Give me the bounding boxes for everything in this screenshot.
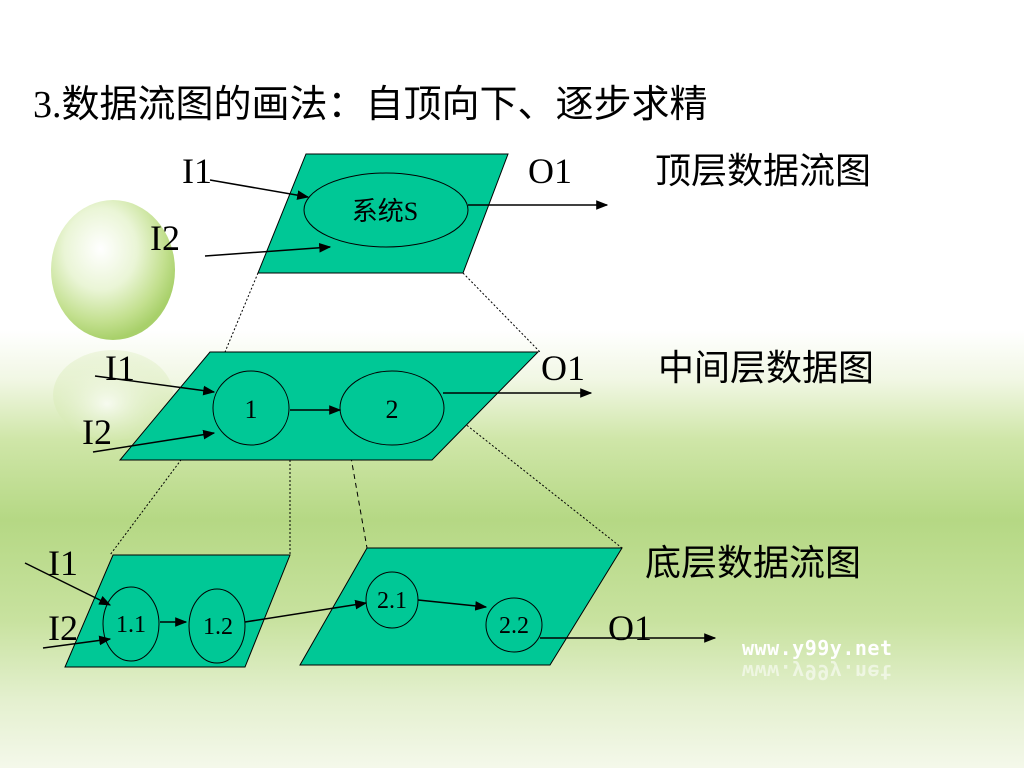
top-output-o1-label: O1 — [528, 151, 572, 191]
top-input-i2-arrow — [204, 242, 332, 257]
middle-output-o1-label: O1 — [541, 348, 585, 388]
process-1-1-label: 1.1 — [116, 612, 146, 638]
process-2-2-label: 2.2 — [499, 613, 529, 639]
middle-input-i2-arrow — [92, 429, 216, 453]
process-1-2 — [188, 588, 246, 664]
top-input-i1-label: I1 — [182, 151, 212, 191]
middle-level-plane — [118, 351, 540, 461]
flow-2-1-to-2-2-arrow — [417, 599, 488, 611]
bottom-input-i1-arrow — [24, 562, 112, 606]
level-connectors — [109, 272, 623, 556]
middle-input-i1-arrow — [94, 375, 216, 396]
bottom-level-label: 底层数据流图 — [645, 543, 861, 583]
process-1 — [212, 370, 290, 446]
decorative-sphere-reflection — [53, 350, 173, 440]
middle-input-i1-label: I1 — [105, 348, 135, 388]
process-2-2 — [485, 597, 543, 653]
process-1-2-label: 1.2 — [203, 614, 233, 640]
middle-level-label: 中间层数据图 — [658, 348, 874, 388]
bottom-input-i1-label: I1 — [48, 543, 78, 583]
slide-title: 3.数据流图的画法：自顶向下、逐步求精 — [33, 84, 708, 126]
middle-input-i2-label: I2 — [82, 412, 112, 452]
bottom-input-i2-arrow — [42, 635, 112, 649]
process-system-s-label: 系统S — [352, 197, 418, 226]
top-level-label: 顶层数据流图 — [655, 151, 871, 191]
watermark-reflection: www.y99y.net — [742, 660, 893, 684]
process-2-label: 2 — [386, 395, 399, 424]
decorative-sphere — [51, 200, 175, 340]
bottom-input-i2-label: I2 — [48, 608, 78, 648]
bottom-left-plane — [64, 554, 291, 668]
bottom-output-o1-label: O1 — [608, 608, 652, 648]
process-2-1-label: 2.1 — [377, 588, 407, 614]
process-1-label: 1 — [245, 395, 258, 424]
top-input-i2-label: I2 — [150, 218, 180, 258]
flow-1-2-to-2-1-arrow — [244, 599, 368, 623]
process-1-1 — [102, 586, 160, 662]
watermark: www.y99y.net — [742, 636, 893, 660]
top-input-i1-arrow — [209, 179, 310, 200]
process-system-s — [303, 172, 469, 248]
